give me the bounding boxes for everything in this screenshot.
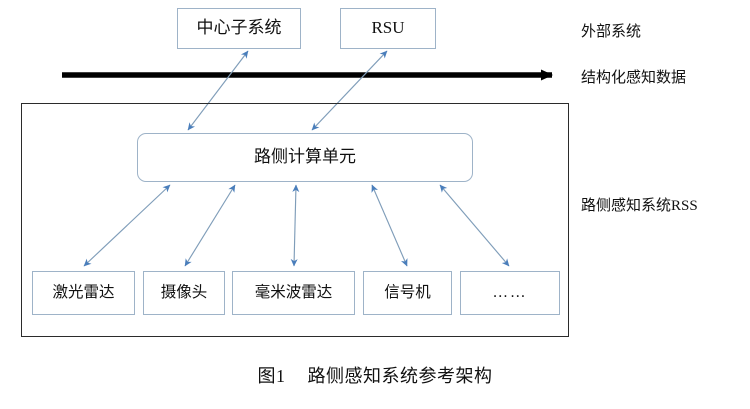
label-structured-perception-data: 结构化感知数据 [581,70,687,86]
node-lidar[interactable]: 激光雷达 [32,271,135,315]
node-signal-machine[interactable]: 信号机 [363,271,452,315]
node-ellipsis-label: …… [492,284,528,302]
figure-caption: 图1 路侧感知系统参考架构 [0,362,750,388]
node-camera[interactable]: 摄像头 [143,271,225,315]
figure-caption-number: 图1 [257,366,286,386]
node-rsu[interactable]: RSU [340,8,436,49]
label-external-systems: 外部系统 [581,24,642,40]
node-roadside-compute-unit-label: 路侧计算单元 [254,147,356,167]
node-center-subsystem[interactable]: 中心子系统 [177,8,301,49]
figure-caption-title: 路侧感知系统参考架构 [307,366,493,386]
node-center-subsystem-label: 中心子系统 [196,18,282,38]
node-lidar-label: 激光雷达 [52,284,115,302]
node-roadside-compute-unit[interactable]: 路侧计算单元 [137,133,473,182]
node-mmwave-radar-label: 毫米波雷达 [254,284,333,302]
node-mmwave-radar[interactable]: 毫米波雷达 [232,271,355,315]
rss-container-box [21,103,569,337]
node-ellipsis[interactable]: …… [460,271,560,315]
node-signal-machine-label: 信号机 [384,284,431,302]
node-rsu-label: RSU [371,18,405,38]
label-roadside-sensing-system: 路侧感知系统RSS [581,198,698,214]
node-camera-label: 摄像头 [160,284,208,302]
